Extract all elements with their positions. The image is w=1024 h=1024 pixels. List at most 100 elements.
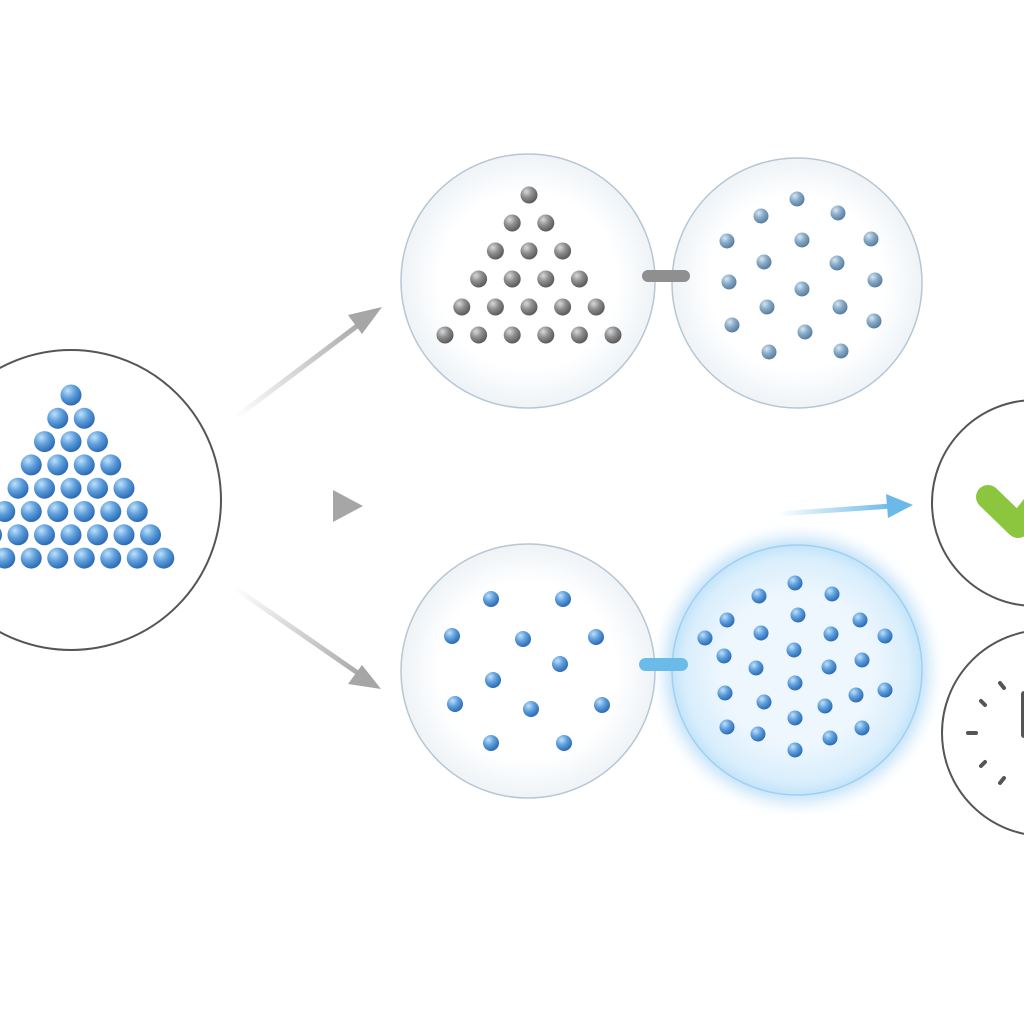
blue-ball [140, 524, 161, 546]
muted-particle [794, 232, 810, 248]
gray-ball [503, 326, 521, 344]
source-circle [0, 349, 222, 651]
gray-connector [642, 270, 690, 282]
blue-particle [717, 685, 733, 701]
blue-ball [0, 501, 16, 522]
blue-particle [588, 629, 604, 645]
gray-ball [537, 270, 555, 288]
gray-ball [520, 298, 538, 316]
blue-particle [483, 591, 499, 607]
blue-particle [523, 701, 539, 717]
blue-ball [60, 384, 82, 406]
gray-ball [486, 242, 504, 260]
blue-particle [790, 607, 806, 623]
muted-particle [753, 208, 769, 224]
gray-ball [436, 326, 454, 344]
blue-ball [34, 524, 55, 546]
blue-particle [786, 642, 802, 658]
muted-particle [719, 233, 735, 249]
blue-ball [126, 547, 148, 569]
blue-particle [787, 675, 803, 691]
blue-ball [34, 477, 55, 499]
blue-particle [515, 631, 531, 647]
blue-particle [751, 588, 767, 604]
blue-particle [824, 586, 840, 602]
blue-particle [823, 626, 839, 642]
gray-ball [537, 214, 555, 232]
bottom-left-circle [400, 543, 656, 799]
blue-ball [87, 431, 108, 453]
clock-tick [979, 699, 987, 707]
muted-particle [789, 191, 805, 207]
gray-ball [570, 270, 588, 288]
blue-ball [73, 407, 95, 429]
gray-ball [486, 298, 504, 316]
blue-ball [60, 431, 82, 453]
blue-particle [787, 742, 803, 758]
blue-particle [750, 726, 766, 742]
blue-particle [716, 648, 732, 664]
blue-ball [34, 431, 55, 453]
blue-particle [787, 710, 803, 726]
muted-particle [756, 254, 772, 270]
clock-tick [998, 681, 1006, 690]
blue-particle [756, 694, 772, 710]
blue-ball [7, 524, 29, 546]
blue-ball [60, 477, 82, 499]
muted-particle [721, 274, 737, 290]
blue-particle [748, 660, 764, 676]
muted-particle [829, 255, 845, 271]
gray-ball [554, 298, 572, 316]
muted-particle [867, 272, 883, 288]
blue-particle [485, 672, 501, 688]
blue-ball [100, 547, 122, 569]
blue-ball [47, 454, 69, 476]
blue-particle [719, 719, 735, 735]
blue-ball [73, 501, 95, 522]
blue-particle [877, 628, 893, 644]
blue-particle [555, 591, 571, 607]
blue-particle [483, 735, 499, 751]
blue-ball [100, 501, 122, 522]
blue-ball [47, 547, 69, 569]
blue-ball [87, 477, 108, 499]
blue-particle [817, 698, 833, 714]
blue-ball [7, 477, 29, 499]
blue-ball [73, 547, 95, 569]
arrow-blue [777, 494, 913, 518]
blue-particle [697, 630, 713, 646]
blue-ball [0, 547, 16, 569]
muted-particle [830, 205, 846, 221]
blue-ball [47, 501, 69, 522]
gray-ball [453, 298, 471, 316]
clock-tick [998, 776, 1006, 785]
blue-ball [113, 524, 135, 546]
blue-particle [447, 696, 463, 712]
arrow-up [233, 307, 382, 420]
blue-particle [719, 612, 735, 628]
blue-particle [753, 625, 769, 641]
top-right-circle [671, 157, 923, 409]
blue-particle [848, 687, 864, 703]
arrow-middle [232, 490, 363, 522]
blue-particle [854, 652, 870, 668]
blue-ball [20, 454, 42, 476]
muted-particle [761, 344, 777, 360]
blue-particle [444, 628, 460, 644]
gray-ball [520, 186, 538, 204]
blue-particle [787, 575, 803, 591]
blue-ball [20, 501, 42, 522]
gray-ball [503, 270, 521, 288]
muted-particle [833, 343, 849, 359]
blue-particle [556, 735, 572, 751]
blue-ball [100, 454, 122, 476]
blue-ball [20, 547, 42, 569]
gray-ball [604, 326, 622, 344]
blue-particle [852, 612, 868, 628]
particles [0, 186, 893, 758]
blue-connector [639, 658, 688, 671]
blue-ball [87, 524, 108, 546]
blue-ball [153, 547, 175, 569]
blue-ball [113, 477, 135, 499]
